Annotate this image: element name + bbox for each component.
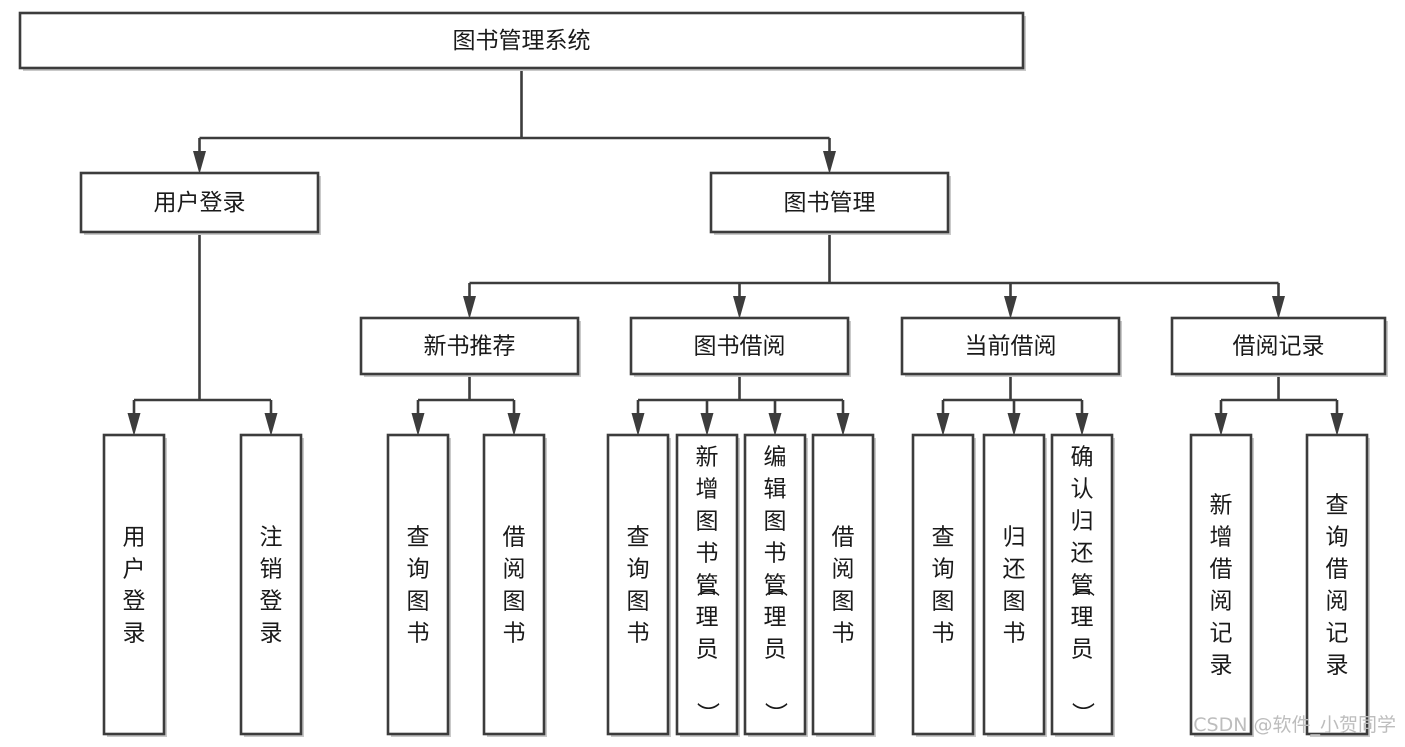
node-user-login[interactable]: 用户登录 [79,171,321,235]
node-box [982,433,1046,736]
node-label: 查询图书 [407,525,430,647]
arrowhead-leaf-add-book [700,413,714,436]
arrowhead-borrow-record [1272,296,1285,319]
node-box [900,316,1121,376]
arrowhead-new-book-rec [463,296,476,319]
node-new-book-rec[interactable]: 新书推荐 [359,316,581,377]
node-label: 新书推荐 [424,334,516,360]
arrowhead-leaf-confirm-return [1075,413,1089,436]
node-label: 归还图书 [1003,525,1026,647]
node-leaf-query-book-2[interactable]: 查询图书 [606,433,671,737]
node-label-bracket: （ [762,574,788,597]
arrowhead-leaf-borrow-book-1 [507,413,521,436]
node-box [811,433,875,736]
node-leaf-borrow-book-2[interactable]: 借阅图书 [811,433,876,737]
nodes-layer: 图书管理系统用户登录图书管理新书推荐图书借阅当前借阅借阅记录用户登录注销登录查询… [18,11,1388,737]
node-label: 当前借阅 [965,334,1057,360]
node-label: 新增图书管理员 [696,445,719,663]
node-current-borrow[interactable]: 当前借阅 [900,316,1122,377]
node-leaf-edit-book[interactable]: （ ） 编辑图书管理员 [743,433,808,737]
node-leaf-query-book-1[interactable]: 查询图书 [386,433,451,737]
node-box [675,433,739,736]
node-book-manage[interactable]: 图书管理 [709,171,951,235]
node-label: 注销登录 [260,525,283,647]
node-label: 图书借阅 [694,334,786,360]
arrowhead-leaf-query-book-1 [411,413,425,436]
arrowhead-leaf-user-login [127,413,141,436]
node-leaf-query-book-3[interactable]: 查询图书 [911,433,976,737]
csdn-watermark: CSDN @软件_小贺同学 [1193,714,1396,736]
node-borrow-record[interactable]: 借阅记录 [1170,316,1388,377]
arrowhead-book-manage [823,151,836,174]
arrowhead-user-login [193,151,206,174]
node-label-bracket: （ [694,574,720,597]
node-leaf-confirm-return[interactable]: （ ） 确认归还管理员 [1050,433,1115,737]
node-leaf-user-logout[interactable]: 注销登录 [239,433,304,737]
node-leaf-add-record[interactable]: 新增借阅记录 [1189,433,1254,737]
node-label: 借阅记录 [1233,334,1325,360]
node-box [1189,433,1253,736]
node-label: 查询图书 [932,525,955,647]
node-leaf-user-login[interactable]: 用户登录 [102,433,167,737]
node-label: 用户登录 [154,190,246,216]
arrowhead-leaf-query-book-3 [936,413,950,436]
node-box [102,433,166,736]
node-label: 图书管理 [784,190,876,216]
node-label: 用户登录 [123,525,146,647]
arrowhead-leaf-query-record [1330,413,1344,436]
node-label: 图书管理系统 [453,28,591,54]
node-box [709,171,950,234]
node-label-bracket: （ [1069,574,1095,597]
node-box [79,171,320,234]
node-box [359,316,580,376]
node-label: 新增借阅记录 [1210,493,1233,679]
node-box [18,11,1025,70]
node-box [1170,316,1387,376]
node-label: 编辑图书管理员 [764,445,787,663]
node-leaf-borrow-book-1[interactable]: 借阅图书 [482,433,547,737]
arrowhead-leaf-borrow-book-2 [836,413,850,436]
node-label: 确认归还管理员 [1071,445,1094,663]
node-box [1305,433,1369,736]
node-label: 借阅图书 [503,525,526,647]
arrowhead-current-borrow [1004,296,1017,319]
node-box [239,433,303,736]
node-label: 查询图书 [627,525,650,647]
arrowhead-leaf-query-book-2 [631,413,645,436]
arrowhead-book-borrow [733,296,746,319]
node-box [911,433,975,736]
node-label-bracket: ） [1069,702,1095,725]
node-box [386,433,450,736]
arrowhead-leaf-edit-book [768,413,782,436]
edges-layer [127,68,1344,436]
node-root[interactable]: 图书管理系统 [18,11,1026,71]
arrowhead-leaf-add-record [1214,413,1228,436]
arrowhead-leaf-return-book [1007,413,1021,436]
arrowhead-leaf-user-logout [264,413,278,436]
node-leaf-query-record[interactable]: 查询借阅记录 [1305,433,1370,737]
node-box [743,433,807,736]
node-box [629,316,850,376]
node-label: 借阅图书 [832,525,855,647]
node-label-bracket: ） [762,702,788,725]
node-leaf-return-book[interactable]: 归还图书 [982,433,1047,737]
node-label-bracket: ） [694,702,720,725]
node-box [606,433,670,736]
node-box [1050,433,1114,736]
node-box [482,433,546,736]
node-leaf-add-book[interactable]: （ ） 新增图书管理员 [675,433,740,737]
node-book-borrow[interactable]: 图书借阅 [629,316,851,377]
node-label: 查询借阅记录 [1326,493,1349,679]
